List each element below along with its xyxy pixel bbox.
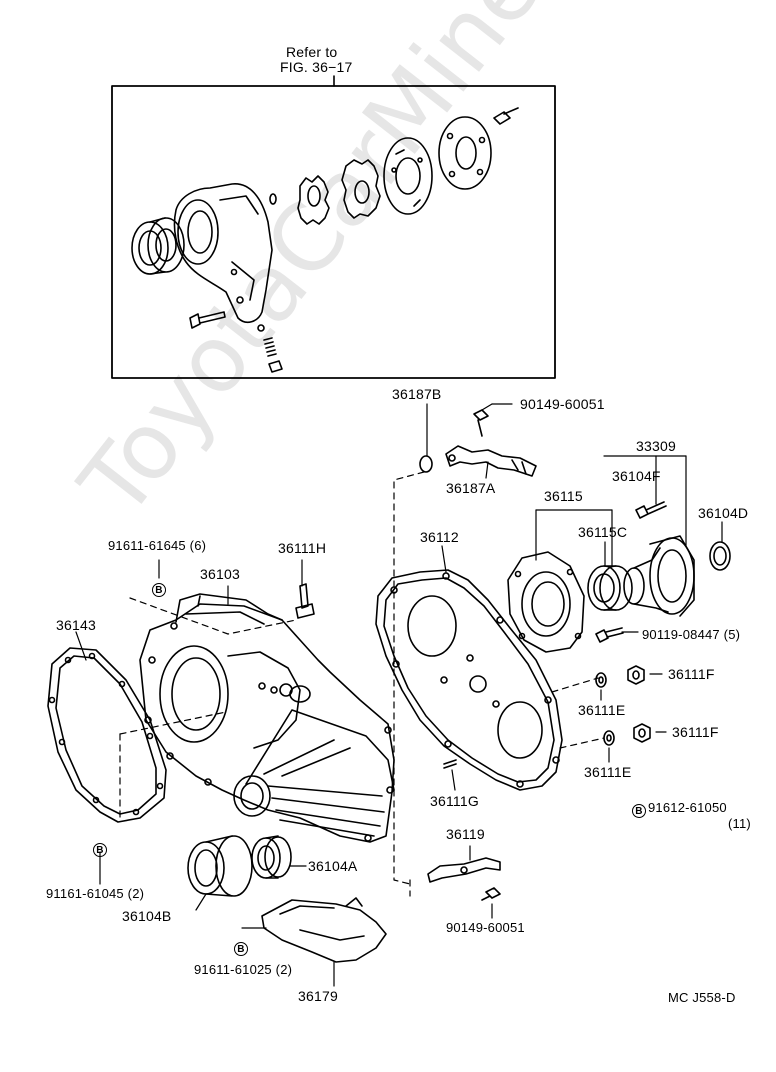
- bolt-90149-60051-bottom-drawing: [481, 887, 501, 901]
- label-33309: 33309: [636, 438, 676, 454]
- plug-36104D-drawing: [709, 541, 731, 571]
- label-36179: 36179: [298, 988, 338, 1004]
- seal-36104A-drawing: [251, 835, 292, 879]
- bolt-90119-08447-drawing: [595, 627, 624, 643]
- label-36104B: 36104B: [122, 908, 172, 924]
- bolt-90149-60051-top-drawing: [473, 409, 489, 437]
- badge-B-91611-61025: B: [234, 937, 250, 956]
- label-90149-60051-bottom: 90149-60051: [446, 920, 525, 935]
- label-36115: 36115: [544, 488, 583, 504]
- label-91611-61025: 91611-61025 (2): [194, 962, 293, 977]
- flange-33309-drawing: [623, 535, 695, 617]
- label-36111F-1: 36111F: [668, 666, 715, 682]
- part-number-91612-61050: 91612-61050: [648, 800, 727, 815]
- nut-36111F-2-drawing: [633, 723, 651, 743]
- label-91611-61645: 91611-61645 (6): [108, 538, 207, 553]
- seal-36115C-drawing: [587, 565, 633, 611]
- badge-letter: B: [632, 804, 646, 818]
- ring-36187B-drawing: [419, 455, 433, 473]
- bolt-36104F-drawing: [635, 501, 667, 519]
- tube-36187A-drawing: [445, 445, 537, 477]
- label-36104D: 36104D: [698, 505, 749, 521]
- label-36112: 36112: [420, 529, 459, 545]
- label-90149-60051-top: 90149-60051: [520, 396, 605, 412]
- label-36119: 36119: [446, 826, 485, 842]
- label-90119-08447: 90119-08447 (5): [642, 627, 741, 642]
- nut-36111F-1-drawing: [627, 665, 645, 685]
- label-36111E-1: 36111E: [578, 702, 626, 718]
- label-36111F-2: 36111F: [672, 724, 719, 740]
- refer-note-line1: Refer to: [286, 44, 338, 60]
- oil-pump-assembly-drawing: [131, 107, 519, 373]
- dowel-36111G-drawing: [443, 759, 457, 769]
- gasket-36143-drawing: [47, 647, 167, 823]
- label-36115C: 36115C: [578, 524, 628, 540]
- refer-box: [111, 75, 556, 379]
- label-36187B: 36187B: [392, 386, 442, 402]
- label-36103: 36103: [200, 566, 240, 582]
- label-36111G: 36111G: [430, 793, 479, 809]
- case-36103-drawing: [139, 593, 395, 843]
- label-36104F: 36104F: [612, 468, 661, 484]
- badge-letter: B: [93, 843, 107, 857]
- badge-B-91161-61045: B: [93, 838, 109, 857]
- badge-letter: B: [234, 942, 248, 956]
- cover-36179-drawing: [261, 897, 387, 963]
- lever-36119-drawing: [427, 857, 501, 883]
- badge-B-91611-61645: B: [152, 578, 168, 597]
- refer-note-line2: FIG. 36−17: [280, 59, 353, 75]
- label-36187A: 36187A: [446, 480, 496, 496]
- label-36143: 36143: [56, 617, 96, 633]
- leader-lines: [75, 403, 723, 987]
- case-36112-drawing: [375, 569, 563, 791]
- label-36111E-2: 36111E: [584, 764, 632, 780]
- dashed-alignment-lines: [119, 471, 605, 897]
- diagram-code: MC J558-D: [668, 990, 736, 1005]
- label-36111H: 36111H: [278, 540, 327, 556]
- retainer-36104B-drawing: [187, 835, 253, 897]
- label-91612-qty: (11): [728, 816, 751, 831]
- badge-letter: B: [152, 583, 166, 597]
- washer-36111E-2-drawing: [603, 730, 615, 746]
- cover-36115-drawing: [507, 551, 585, 653]
- label-36104A: 36104A: [308, 858, 358, 874]
- washer-36111E-1-drawing: [595, 672, 607, 688]
- breather-36111H-drawing: [295, 583, 315, 619]
- label-91161-61045: 91161-61045 (2): [46, 886, 145, 901]
